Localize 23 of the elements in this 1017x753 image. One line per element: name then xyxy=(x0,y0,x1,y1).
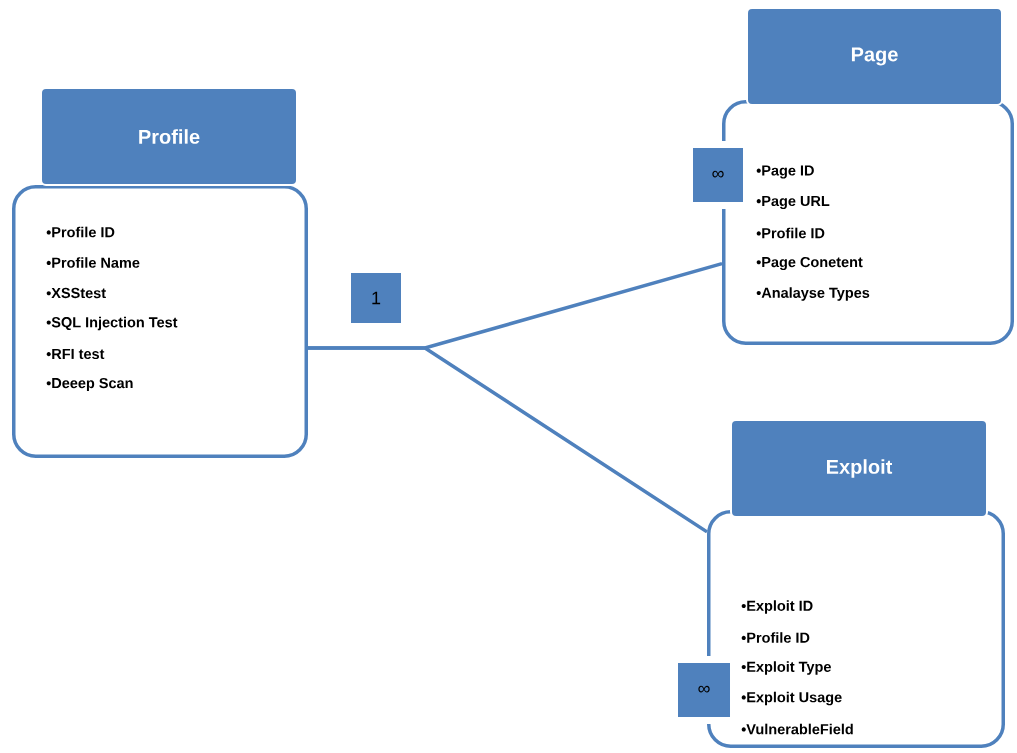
attribute-text: •Profile ID xyxy=(741,632,810,643)
connector-line xyxy=(308,346,708,534)
entity-header: Page xyxy=(746,7,1003,106)
attribute-text: •VulnerableField xyxy=(741,723,853,735)
attribute-text: •Page URL xyxy=(756,196,830,210)
attribute-text: •Exploit ID xyxy=(741,600,813,614)
attribute-text: •Profile Name xyxy=(46,257,140,268)
cardinality-box: 1 xyxy=(344,266,408,330)
attribute-text: •XSStest xyxy=(46,287,106,299)
attribute-text: •Exploit Usage xyxy=(741,691,842,706)
cardinality-box: ∞ xyxy=(671,656,737,724)
attribute-text: •Profile ID xyxy=(756,227,825,239)
cardinality-box: ∞ xyxy=(686,141,750,209)
attribute-text: •RFI test xyxy=(46,348,105,360)
entity-header: Exploit xyxy=(730,419,988,518)
attribute-text: •Exploit Type xyxy=(741,661,831,675)
attribute-text: •SQL Injection Test xyxy=(46,316,178,331)
attribute-text: •Profile ID xyxy=(46,226,115,238)
attribute-text: •Analayse Types xyxy=(756,287,870,301)
entity-header: Profile xyxy=(40,87,298,186)
attribute-text: •Deeep Scan xyxy=(46,377,133,392)
attribute-text: •Page Conetent xyxy=(756,256,863,271)
attribute-text: •Page ID xyxy=(756,165,814,179)
